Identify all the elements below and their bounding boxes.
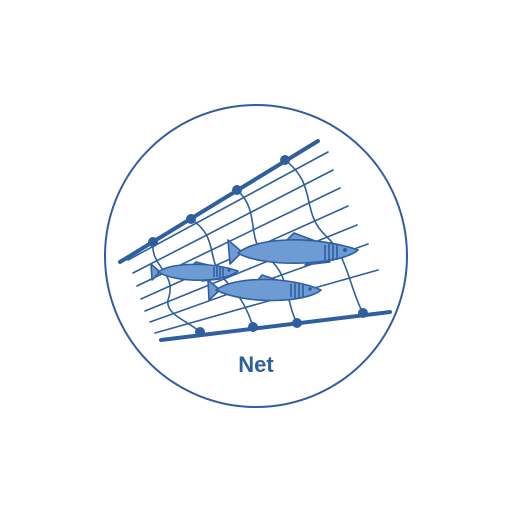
fish-large (227, 232, 359, 266)
fish-middle (207, 274, 322, 302)
circle-frame (104, 104, 408, 408)
fish-small (150, 261, 239, 282)
bottom-rope (159, 310, 392, 342)
net-label: Net (238, 352, 274, 377)
rope-knots (148, 155, 368, 337)
